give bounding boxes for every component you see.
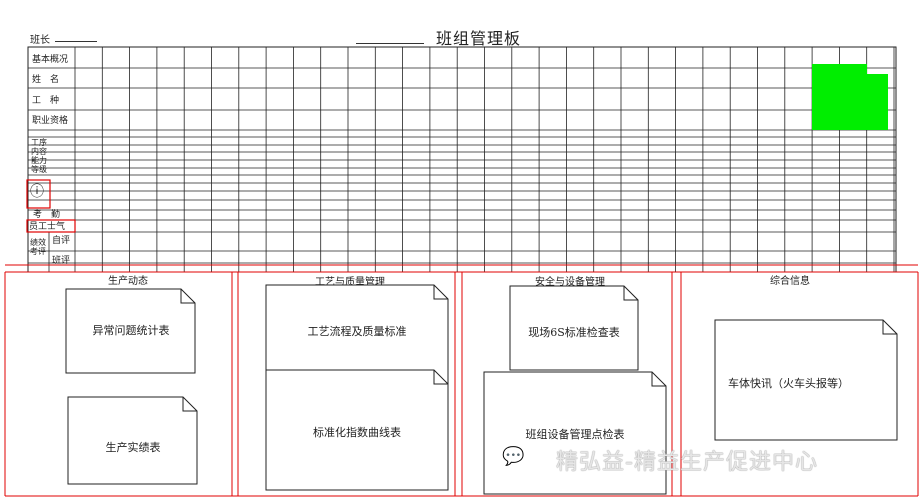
card-bulletin: 车体快讯（火车头报等） [728, 377, 849, 390]
red-divider-lines [4, 264, 919, 497]
board-title: 班组管理板 [436, 29, 522, 48]
green-highlight-block [812, 64, 867, 130]
grid-lines [27, 46, 897, 273]
wechat-icon: 💬 [502, 446, 525, 467]
document-card-shape [265, 369, 449, 491]
leader-label: 班长 [30, 35, 50, 46]
document-card-shape [67, 396, 198, 485]
watermark-text: 精弘益-精益生产促进中心 [556, 450, 818, 475]
card-production-results: 生产实绩表 [105, 441, 161, 454]
card-standardization-index-curve: 标准化指数曲线表 [313, 426, 401, 439]
info-circle-icon: ⓘ [30, 184, 44, 200]
red-marker-box [26, 179, 51, 209]
row-label-attendance: 考 勤 [33, 210, 61, 220]
section-title-process-quality: 工艺与质量管理 [315, 277, 385, 288]
section-title-general-info: 综合信息 [770, 276, 810, 287]
row-label-team-eval: 班评 [52, 256, 71, 266]
card-abnormal-stats: 异常问题统计表 [92, 324, 170, 337]
document-card-shape [65, 288, 196, 374]
title-underline [356, 43, 424, 44]
row-label-skill-level: 工序内容能力等级 [31, 138, 47, 174]
row-label-qualification: 职业资格 [32, 116, 69, 126]
document-card-shape [714, 319, 898, 441]
card-6s-inspection: 现场6S标准检查表 [528, 326, 620, 339]
row-label-name: 姓 名 [32, 75, 60, 85]
card-process-quality-standard: 工艺流程及质量标准 [307, 325, 407, 338]
document-card-shape [483, 371, 667, 495]
row-label-morale: 员工士气 [29, 222, 66, 232]
row-label-basic-info: 基本概况 [32, 55, 69, 65]
red-marker-box [26, 219, 76, 233]
row-label-self-eval: 自评 [52, 236, 71, 246]
section-title-production: 生产动态 [108, 276, 148, 287]
row-label-performance: 绩效考评 [30, 238, 46, 256]
green-highlight-block [866, 74, 888, 130]
card-equipment-checklist: 班组设备管理点检表 [525, 428, 625, 441]
section-title-safety-equipment: 安全与设备管理 [535, 277, 605, 288]
leader-underline [55, 41, 97, 42]
row-label-work-type: 工 种 [32, 96, 60, 106]
document-card-shape [265, 284, 449, 386]
document-card-shape [509, 285, 639, 371]
